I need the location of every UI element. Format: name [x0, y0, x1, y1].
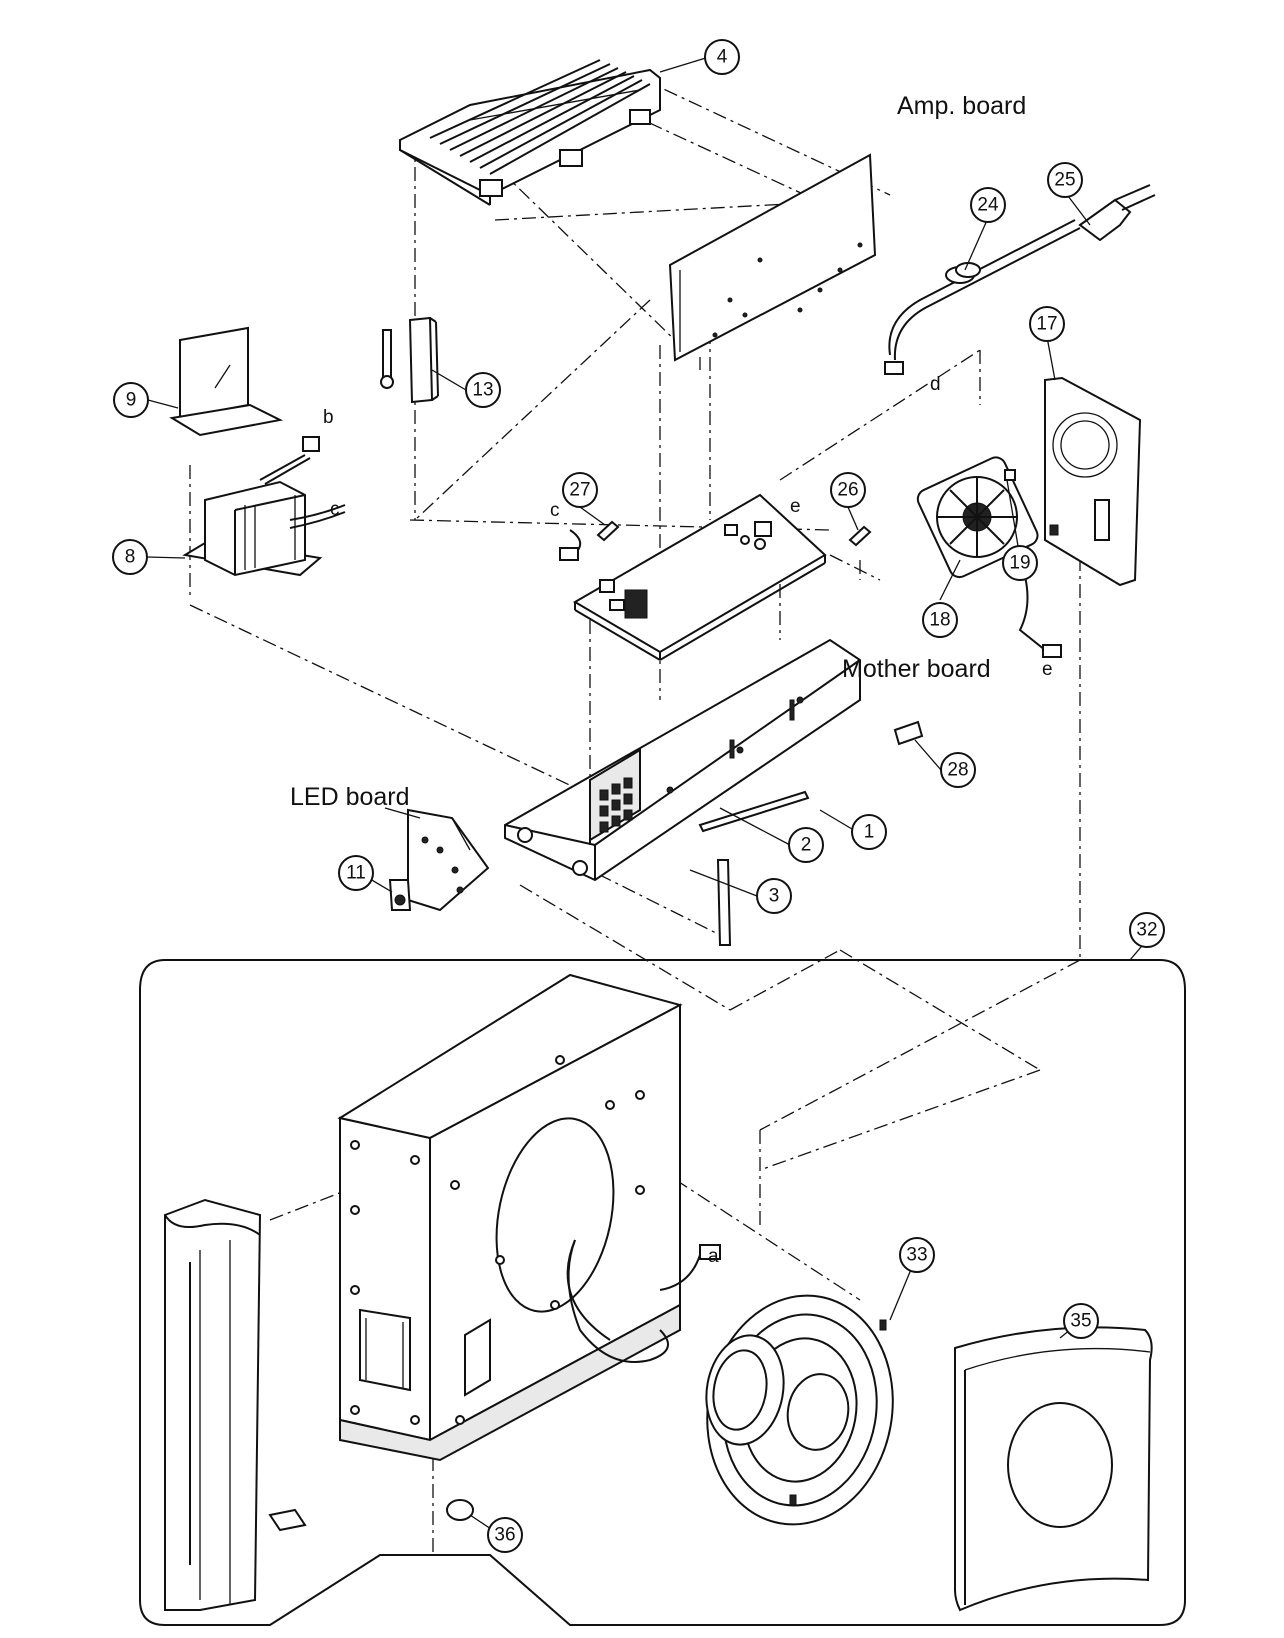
callout-13: 13 [465, 372, 501, 408]
standoffs [596, 520, 872, 547]
callout-18: 18 [922, 602, 958, 638]
svg-text:36: 36 [494, 1525, 515, 1546]
svg-text:26: 26 [837, 480, 858, 501]
heatsink [399, 59, 661, 206]
rubber-foot [446, 1499, 474, 1521]
speaker-assembly-outline [139, 959, 1186, 1626]
svg-text:2: 2 [801, 835, 812, 856]
callout-3: 3 [756, 878, 792, 914]
rear-panel [1004, 376, 1142, 587]
callout-8: 8 [112, 539, 148, 575]
connector-letter-c-transformer: c [330, 499, 340, 520]
svg-text:35: 35 [1070, 1311, 1091, 1332]
speaker-driver [705, 1294, 894, 1526]
svg-text:33: 33 [906, 1245, 927, 1266]
subwoofer-cabinet [337, 973, 721, 1462]
callout-32: 32 [1129, 912, 1165, 948]
callout-2: 2 [788, 827, 824, 863]
transformer [182, 436, 346, 577]
svg-text:1: 1 [864, 822, 875, 843]
callout-1: 1 [851, 814, 887, 850]
callout-33: 33 [899, 1237, 935, 1273]
callout-36: 36 [487, 1517, 523, 1553]
svg-text:13: 13 [472, 380, 493, 401]
callout-28: 28 [940, 752, 976, 788]
strips [698, 720, 924, 946]
label-led-board: LED board [290, 783, 410, 811]
power-cord [884, 184, 1156, 375]
callout-35: 35 [1063, 1303, 1099, 1339]
callout-9: 9 [113, 382, 149, 418]
connector-letter-a: a [708, 1246, 719, 1267]
insulator-sheet [169, 326, 284, 437]
svg-text:9: 9 [126, 390, 137, 411]
callout-19: 19 [1002, 545, 1038, 581]
amp-board [668, 153, 877, 362]
side-panel [164, 1198, 307, 1611]
svg-text:18: 18 [929, 610, 950, 631]
callout-11: 11 [338, 855, 374, 891]
chassis-vent-slots [599, 777, 633, 833]
connector-letter-e-fan: e [1042, 659, 1053, 680]
callout-26: 26 [830, 472, 866, 508]
heatsink-fins [429, 59, 651, 175]
svg-text:28: 28 [947, 760, 968, 781]
front-grille [954, 1326, 1153, 1612]
led-board-leader [384, 807, 421, 819]
connector-letter-c-mother: c [550, 500, 560, 521]
led-board [388, 808, 490, 912]
chassis [504, 638, 861, 882]
svg-text:25: 25 [1054, 170, 1075, 191]
callout-24: 24 [970, 187, 1006, 223]
connector-letter-e-mother: e [790, 496, 801, 517]
svg-text:4: 4 [717, 47, 728, 68]
connector-letter-b: b [323, 407, 334, 428]
callout-25: 25 [1047, 162, 1083, 198]
bracket [380, 316, 439, 404]
svg-text:11: 11 [346, 863, 366, 884]
svg-text:3: 3 [769, 886, 780, 907]
svg-text:8: 8 [125, 547, 136, 568]
label-amp-board: Amp. board [897, 92, 1026, 120]
callout-leaders [146, 56, 1148, 1530]
mother-board [573, 493, 827, 661]
callout-17: 17 [1029, 306, 1065, 342]
connector-letter-d: d [930, 374, 941, 395]
svg-text:27: 27 [569, 480, 590, 501]
label-mother-board: Mother board [842, 655, 991, 683]
svg-text:17: 17 [1036, 314, 1057, 335]
svg-text:32: 32 [1136, 920, 1157, 941]
svg-text:19: 19 [1009, 553, 1030, 574]
callout-27: 27 [562, 472, 598, 508]
connector-c-mother [559, 547, 579, 561]
callout-4: 4 [704, 39, 740, 75]
svg-text:24: 24 [977, 195, 999, 216]
